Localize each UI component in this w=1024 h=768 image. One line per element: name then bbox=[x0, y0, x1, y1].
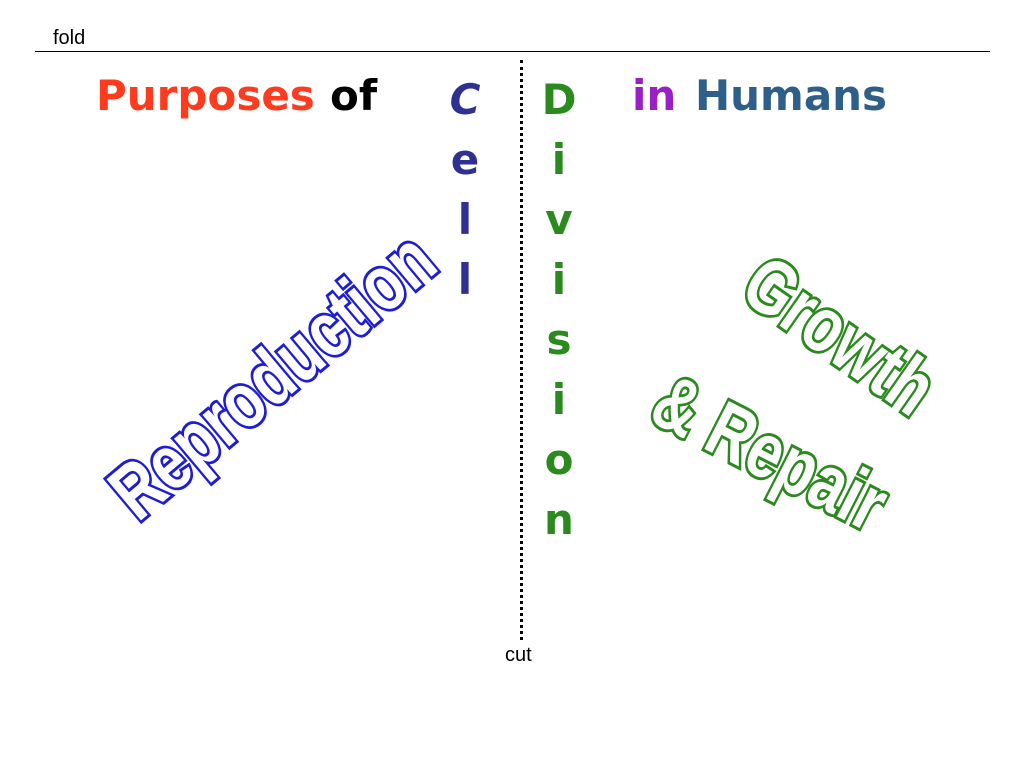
cut-line bbox=[520, 60, 523, 640]
title-in: in bbox=[632, 71, 677, 120]
division-letter: v bbox=[545, 195, 573, 244]
division-letter: i bbox=[551, 375, 567, 424]
title-humans: Humans bbox=[695, 71, 888, 120]
division-letter: o bbox=[544, 435, 574, 484]
fold-line bbox=[35, 51, 990, 52]
title-of: of bbox=[330, 71, 378, 120]
fold-label: fold bbox=[53, 27, 86, 49]
vertical-word-cell: C e l l bbox=[443, 72, 487, 312]
cut-label: cut bbox=[505, 644, 532, 666]
division-letter: D bbox=[541, 75, 577, 124]
cell-letter: l bbox=[457, 255, 473, 304]
vertical-word-division: D i v i s i o n bbox=[537, 72, 581, 552]
division-letter: i bbox=[551, 255, 567, 304]
division-letter: i bbox=[551, 135, 567, 184]
title-purposes: Purposes bbox=[96, 71, 315, 120]
cell-letter: C bbox=[449, 75, 481, 124]
division-letter: s bbox=[546, 315, 572, 364]
division-letter: n bbox=[544, 495, 574, 544]
cell-letter: l bbox=[457, 195, 473, 244]
purpose-reproduction: Reproduction bbox=[90, 212, 455, 539]
cell-letter: e bbox=[450, 135, 480, 184]
